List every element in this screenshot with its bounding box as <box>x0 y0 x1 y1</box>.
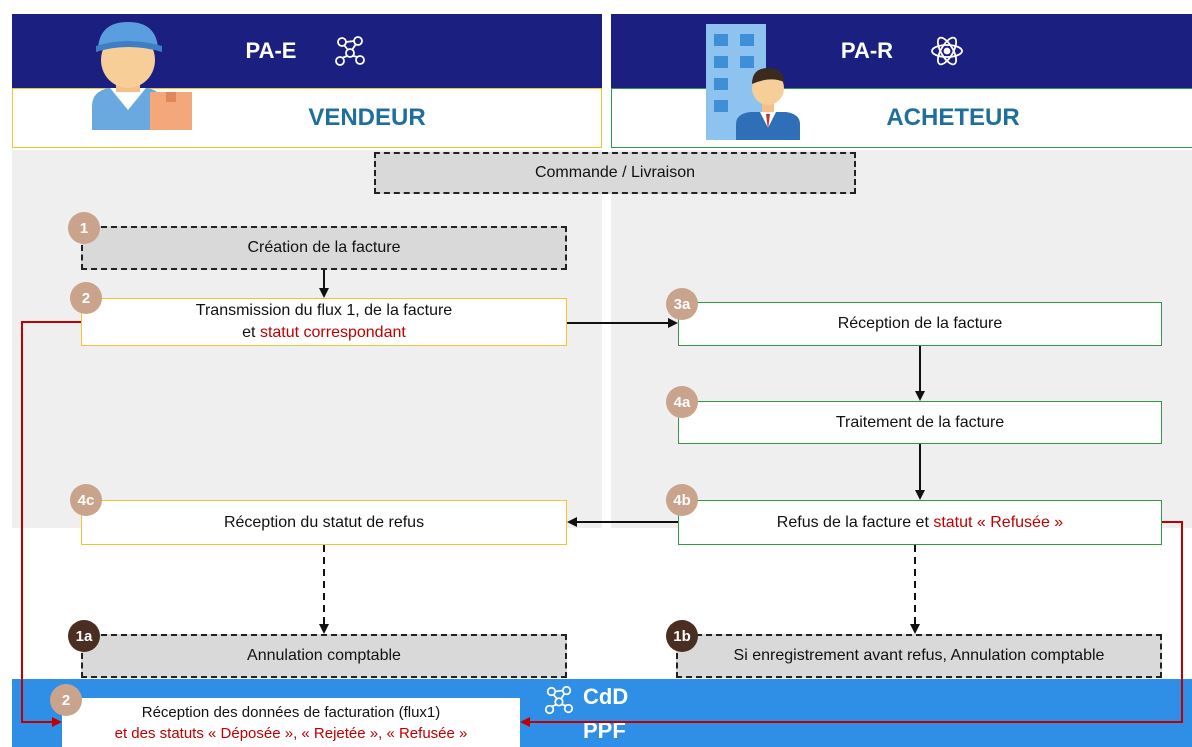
invoice-processing-label: Traitement de la facture <box>835 413 1005 431</box>
invoice-reception-label: Réception de la facture <box>837 315 1003 332</box>
buyer-accounting-cancel-label: Si enregistrement avant refus, Annulatio… <box>733 647 1105 664</box>
order-delivery-box: Commande / Livraison <box>374 152 856 194</box>
transmission-line2-prefix: et <box>242 324 260 341</box>
transmission-line2: et statut correspondant <box>242 322 406 344</box>
step-badge-4b: 4b <box>666 484 698 516</box>
invoice-processing-box: Traitement de la facture <box>678 401 1162 444</box>
step-badge-3a: 3a <box>666 288 698 320</box>
buyer-header: PA-R <box>611 14 1192 88</box>
invoice-reception-box: Réception de la facture <box>678 302 1162 346</box>
order-delivery-label: Commande / Livraison <box>534 164 696 181</box>
buyer-role-label: ACHETEUR <box>886 104 1020 131</box>
invoice-refusal-status: statut « Refusée » <box>933 513 1064 531</box>
ppf-network-icon <box>542 683 576 717</box>
seller-avatar <box>78 18 198 130</box>
step-badge-1: 1 <box>68 212 100 244</box>
transmission-line1: Transmission du flux 1, de la facture <box>195 302 453 319</box>
invoice-refusal-box: Refus de la facture et statut « Refusée … <box>678 500 1162 545</box>
invoice-creation-label: Création de la facture <box>247 239 401 256</box>
seller-role-label: VENDEUR <box>308 104 426 131</box>
invoice-transmission-box: Transmission du flux 1, de la facture et… <box>81 298 567 346</box>
seller-platform-label: PA-E <box>245 38 297 63</box>
refusal-status-reception-box: Réception du statut de refus <box>81 500 567 545</box>
step-badge-1b: 1b <box>666 620 698 652</box>
invoice-refusal-text: Refus de la facture et statut « Refusée … <box>777 512 1063 534</box>
invoice-refusal-prefix: Refus de la facture et <box>776 513 934 531</box>
refusal-status-reception-label: Réception du statut de refus <box>223 513 425 531</box>
seller-accounting-cancel: Annulation comptable <box>81 634 567 678</box>
ppf-title-ppf: PPF <box>583 718 626 743</box>
network-icon <box>332 33 368 69</box>
atom-icon <box>929 33 965 69</box>
step-badge-4a: 4a <box>666 386 698 418</box>
ppf-title-cdd: CdD <box>583 684 629 709</box>
buyer-role-box: ACHETEUR <box>611 88 1192 148</box>
buyer-platform-label: PA-R <box>840 38 894 63</box>
transmission-status-text: statut correspondant <box>259 324 406 341</box>
buyer-accounting-cancel: Si enregistrement avant refus, Annulatio… <box>676 634 1162 678</box>
step-badge-4c: 4c <box>70 484 102 516</box>
ppf-reception-box: Réception des données de facturation (fl… <box>62 698 520 747</box>
ppf-step-badge-2: 2 <box>50 684 82 716</box>
ppf-reception-line1: Réception des données de facturation (fl… <box>141 703 441 721</box>
ppf-reception-line2: et des statuts « Déposée », « Rejetée »,… <box>114 724 468 742</box>
seller-accounting-cancel-label: Annulation comptable <box>247 647 401 664</box>
step-badge-1a: 1a <box>68 620 100 652</box>
step-badge-2: 2 <box>70 282 102 314</box>
invoice-creation-box: Création de la facture <box>81 226 567 270</box>
buyer-avatar <box>700 18 810 140</box>
